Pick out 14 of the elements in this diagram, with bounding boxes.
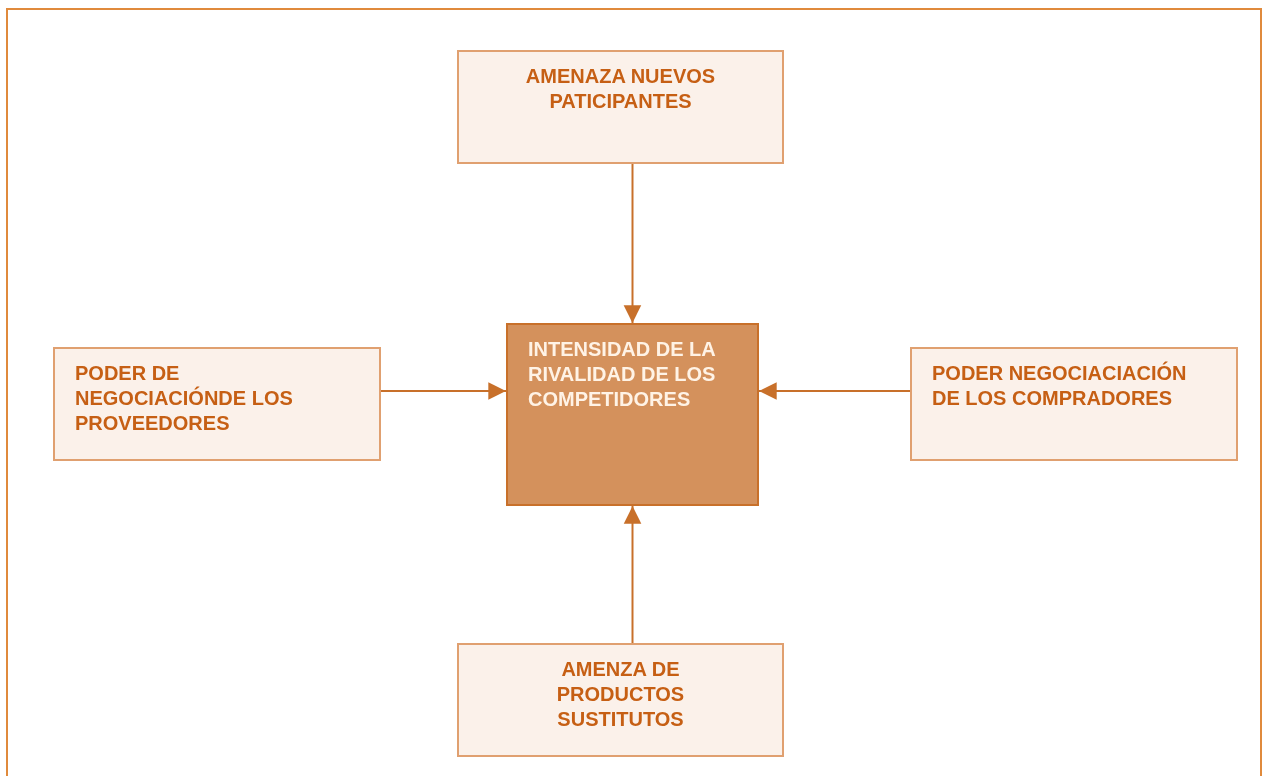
central-box	[506, 323, 759, 506]
process-box	[53, 347, 381, 461]
box-text: PODER DE NEGOCIACIÓNDE LOS PROVEEDORES	[75, 361, 294, 436]
arrow	[623, 505, 642, 644]
arrow	[380, 382, 507, 400]
process-box	[457, 50, 784, 164]
box-text: AMENZA DE PRODUCTOS SUSTITUTOS	[555, 657, 686, 732]
arrow	[623, 163, 642, 324]
process-box	[457, 643, 784, 757]
process-box	[910, 347, 1238, 461]
box-text: INTENSIDAD DE LA RIVALIDAD DE LOS COMPETIDORES	[528, 337, 717, 412]
box-text: PODER NEGOCIACIACIÓN DE LOS COMPRADORES	[932, 361, 1188, 411]
arrow	[758, 382, 911, 400]
box-text: AMENAZA NUEVOS PATICIPANTES	[524, 64, 717, 114]
